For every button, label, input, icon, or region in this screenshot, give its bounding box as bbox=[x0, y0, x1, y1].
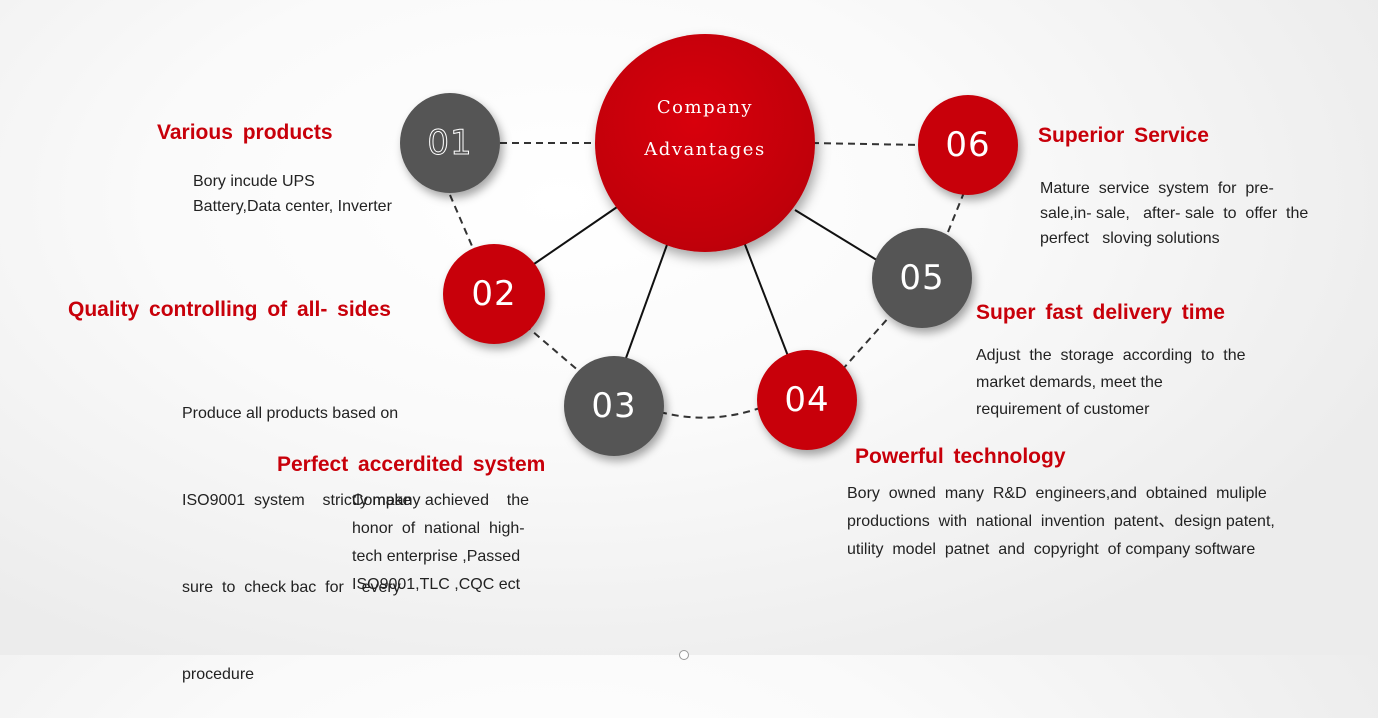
node-title-05: Super fast delivery time bbox=[976, 301, 1225, 324]
node-title-04: Powerful technology bbox=[855, 445, 1066, 468]
desc-line: Bory incude UPS bbox=[193, 173, 315, 190]
desc-line: ISO9001 system strictly make bbox=[182, 492, 412, 509]
spoke-04 bbox=[743, 241, 789, 357]
dash-03-04 bbox=[659, 407, 761, 419]
node-number-06: 06 bbox=[945, 125, 991, 165]
connector-lines bbox=[449, 142, 966, 419]
dash-05-06 bbox=[947, 189, 966, 233]
desc-line: procedure bbox=[182, 666, 255, 683]
desc-line: Produce all products based on bbox=[182, 405, 399, 422]
center-circle: Company Advantages bbox=[595, 34, 815, 252]
node-desc-04: Bory owned many R&D engineers,and obtain… bbox=[847, 480, 1275, 564]
center-label-line1: Company bbox=[656, 97, 754, 118]
dash-01-02 bbox=[449, 194, 473, 247]
node-circle-04: 04 bbox=[757, 350, 857, 450]
spoke-05 bbox=[794, 209, 881, 263]
node-desc-03: Company achieved the honor of national h… bbox=[352, 487, 529, 599]
solid-spokes bbox=[533, 204, 881, 359]
desc-line: Company achieved the bbox=[352, 492, 529, 509]
desc-line: ISO9001,TLC ,CQC ect bbox=[352, 576, 521, 593]
desc-line: Mature service system for pre- bbox=[1040, 180, 1274, 197]
node-desc-02: Produce all products based on ISO9001 sy… bbox=[182, 341, 411, 718]
node-number-05: 05 bbox=[899, 258, 945, 298]
desc-line: honor of national high- bbox=[352, 520, 525, 537]
spoke-03 bbox=[625, 241, 669, 359]
node-title-01: Various products bbox=[157, 121, 333, 144]
node-desc-06: Mature service system for pre- sale,in- … bbox=[1040, 176, 1308, 251]
spoke-02 bbox=[533, 204, 621, 265]
dash-04-05 bbox=[841, 315, 891, 371]
node-title-03: Perfect accerdited system bbox=[277, 453, 546, 476]
desc-line: Battery,Data center, Inverter bbox=[193, 198, 392, 215]
desc-line: tech enterprise ,Passed bbox=[352, 548, 521, 565]
node-desc-05: Adjust the storage according to the mark… bbox=[976, 342, 1246, 423]
desc-line: productions with national invention pate… bbox=[847, 513, 1275, 530]
node-title-06: Superior Service bbox=[1038, 124, 1209, 147]
node-number-03: 03 bbox=[591, 386, 637, 426]
node-circle-05: 05 bbox=[872, 228, 972, 328]
node-desc-01: Bory incude UPS Battery,Data center, Inv… bbox=[193, 169, 392, 219]
desc-line: perfect sloving solutions bbox=[1040, 230, 1220, 247]
node-number-01: 01 bbox=[427, 123, 473, 164]
desc-line: sale,in- sale, after- sale to offer the bbox=[1040, 205, 1309, 222]
desc-line: Adjust the storage according to the bbox=[976, 347, 1246, 364]
node-circle-03: 03 bbox=[564, 356, 664, 456]
center-label-line2: Advantages bbox=[644, 139, 766, 160]
dash-center-06 bbox=[811, 142, 921, 146]
node-number-02: 02 bbox=[471, 274, 517, 314]
dash-02-03 bbox=[524, 324, 581, 373]
pagination-dot[interactable] bbox=[679, 650, 689, 660]
node-title-02: Quality controlling of all- sides bbox=[68, 298, 391, 321]
node-circle-02: 02 bbox=[443, 244, 545, 344]
node-circle-06: 06 bbox=[918, 95, 1018, 195]
node-number-04: 04 bbox=[784, 380, 830, 420]
node-circle-01: 01 bbox=[400, 93, 500, 193]
desc-line: sure to check bac for every bbox=[182, 579, 401, 596]
desc-line: utility model patnet and copyright of co… bbox=[847, 541, 1256, 558]
desc-line: requirement of customer bbox=[976, 401, 1150, 418]
desc-line: market demards, meet the bbox=[976, 374, 1163, 391]
dashed-connectors bbox=[449, 142, 966, 419]
desc-line: Bory owned many R&D engineers,and obtain… bbox=[847, 485, 1267, 502]
